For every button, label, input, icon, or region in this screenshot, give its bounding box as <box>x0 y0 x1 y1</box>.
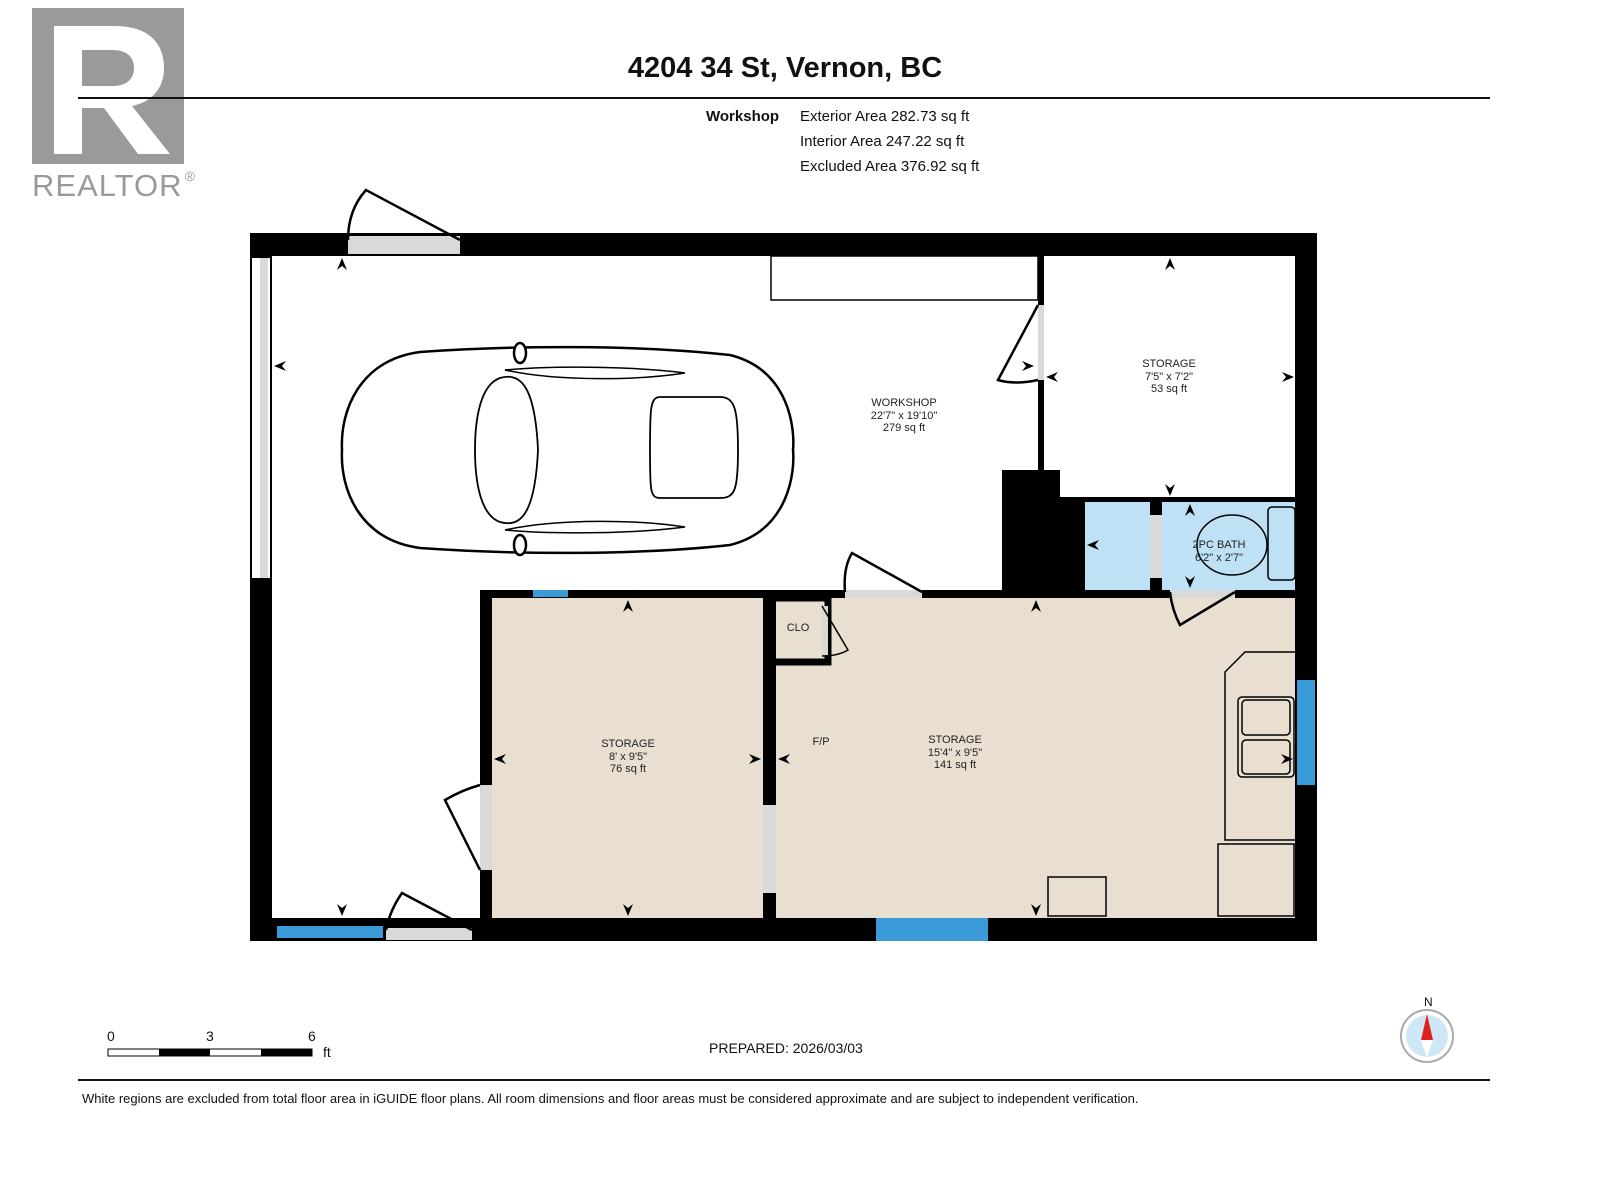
registered-icon: ® <box>184 168 195 184</box>
exterior-area: Exterior Area 282.73 sq ft <box>800 108 970 125</box>
realtor-r-mark-icon <box>32 8 184 164</box>
room-name: 2PC BATH <box>1192 539 1246 551</box>
room-dims: 15'4" x 9'5" <box>927 746 983 759</box>
compass-icon <box>1400 1009 1454 1063</box>
room-area: 279 sq ft <box>882 422 926 434</box>
south-window-2 <box>876 918 988 941</box>
scale-tick-3: 3 <box>206 1028 214 1044</box>
floor-label: Workshop <box>706 108 780 125</box>
room-storage-ne: STORAGE 7'5" x 7'2" 53 sq ft <box>1142 358 1196 396</box>
disclaimer: White regions are excluded from total fl… <box>82 1091 1139 1106</box>
fireplace-label: F/P <box>812 736 830 748</box>
room-storage-sw: STORAGE 8' x 9'5" 76 sq ft <box>601 738 655 776</box>
room-name: WORKSHOP <box>871 397 937 409</box>
scale-unit: ft <box>323 1044 331 1060</box>
header-divider <box>78 97 1490 99</box>
east-wall <box>1295 233 1317 941</box>
south-window <box>277 926 383 938</box>
room-area: 141 sq ft <box>933 759 977 771</box>
page-title: 4204 34 St, Vernon, BC <box>627 52 943 84</box>
car-icon <box>340 341 795 557</box>
north-door-opening <box>348 236 460 254</box>
bath-floor <box>1085 502 1295 590</box>
south-wall <box>250 918 1317 941</box>
room-dims: 6'2" x 2'7" <box>1194 551 1244 564</box>
room-dims: 8' x 9'5" <box>608 750 648 763</box>
realtor-wordmark: REALTOR <box>32 168 183 203</box>
scale-bar <box>107 1048 313 1057</box>
room-storage-se: STORAGE 15'4" x 9'5" 141 sq ft <box>928 734 982 772</box>
east-window <box>1297 680 1315 785</box>
storage-sw-floor <box>492 598 763 918</box>
room-workshop: WORKSHOP 22'7" x 19'10" 279 sq ft <box>871 397 937 435</box>
scale-tick-6: 6 <box>308 1028 316 1044</box>
room-name: STORAGE <box>928 734 982 746</box>
south-door-opening <box>386 928 472 940</box>
interior-area: Interior Area 247.22 sq ft <box>800 133 965 150</box>
room-dims: 7'5" x 7'2" <box>1144 370 1194 383</box>
footer-divider <box>78 1079 1490 1081</box>
room-area: 53 sq ft <box>1150 383 1188 395</box>
storage-ne-door-opening <box>1038 305 1044 380</box>
realtor-logo: REALTOR ® <box>32 8 222 203</box>
room-closet: CLO <box>786 622 810 634</box>
excluded-area: Excluded Area 376.92 sq ft <box>800 158 980 175</box>
realtor-wordmark-row: REALTOR ® <box>32 168 195 204</box>
north-wall <box>250 233 1317 256</box>
compass-north-label: N <box>1424 995 1433 1009</box>
storage-se-floor <box>776 598 1295 918</box>
prepared-date: PREPARED: 2026/03/03 <box>709 1040 863 1056</box>
room-dims: 22'7" x 19'10" <box>870 409 938 422</box>
room-area: 76 sq ft <box>609 763 647 775</box>
chimney-block <box>1002 470 1060 590</box>
room-bath: 2PC BATH 6'2" x 2'7" <box>1193 539 1246 564</box>
scale-tick-0: 0 <box>107 1028 115 1044</box>
room-name: STORAGE <box>601 738 655 750</box>
room-name: STORAGE <box>1142 358 1196 370</box>
